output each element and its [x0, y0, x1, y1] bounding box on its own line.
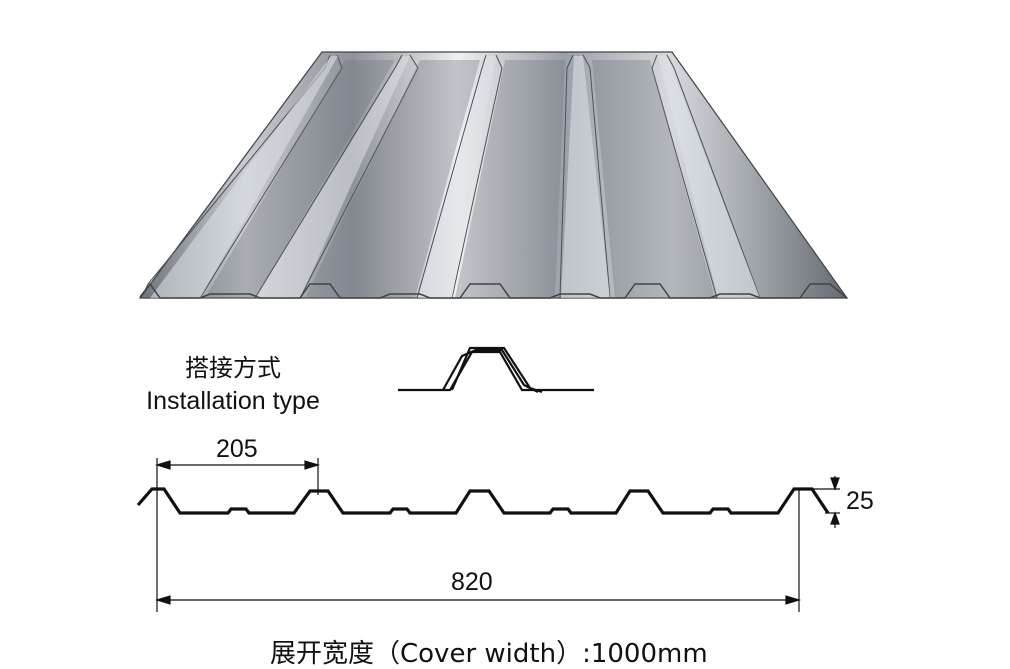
installation-type-cn: 搭接方式 — [185, 354, 281, 382]
rib-height-label: 25 — [846, 487, 874, 515]
dimension-205-line — [154, 460, 321, 470]
profile-line — [136, 487, 830, 515]
rib-spacing-label: 205 — [216, 435, 258, 463]
sheet-bottom-edge — [139, 282, 848, 299]
dimension-25-line — [830, 476, 840, 528]
effective-width-label: 820 — [451, 568, 493, 596]
installation-type-en: Installation type — [146, 387, 320, 415]
installation-type-label: 搭接方式 Installation type — [128, 348, 338, 416]
cover-width-caption: 展开宽度（Cover width）:1000mm — [270, 639, 708, 669]
dimension-820-line — [154, 595, 802, 605]
